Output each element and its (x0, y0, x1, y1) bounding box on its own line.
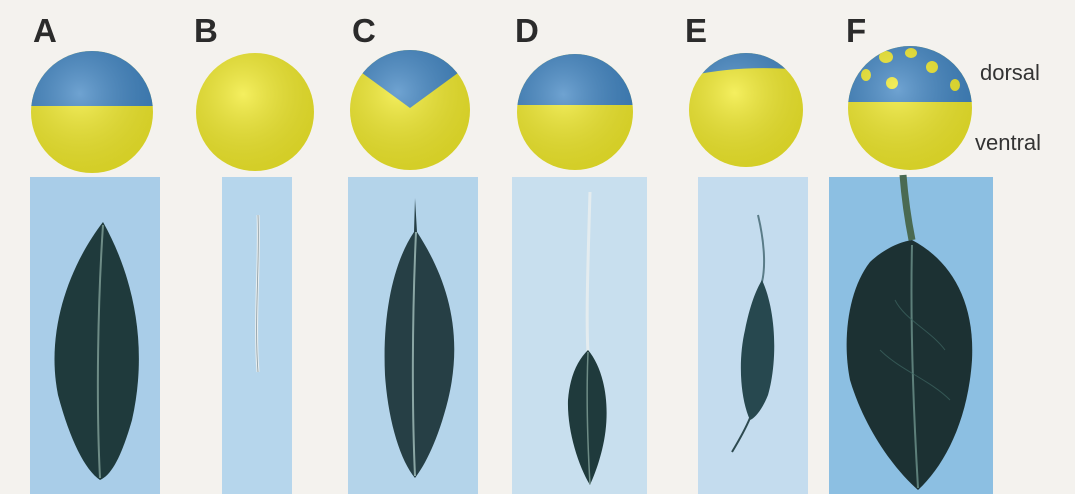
panel-letter-c: C (352, 12, 376, 50)
sphere-b (196, 53, 314, 171)
leaf-b (257, 215, 259, 372)
sphere-a (20, 40, 170, 190)
panel-letter-d: D (515, 12, 539, 50)
leaf-d (568, 192, 607, 485)
panel-letter-a: A (33, 12, 57, 50)
leaf-e (732, 215, 774, 452)
leaf-f (847, 175, 973, 490)
panel-letter-e: E (685, 12, 707, 50)
sphere-e (680, 45, 820, 185)
sphere-f (840, 40, 990, 180)
sphere-c (340, 40, 490, 190)
sphere-d (510, 45, 650, 185)
panel-letter-f: F (846, 12, 866, 50)
dorsal-label: dorsal (980, 60, 1040, 86)
leaf-c (385, 198, 455, 478)
leaf-a (54, 222, 138, 480)
panel-letter-b: B (194, 12, 218, 50)
ventral-label: ventral (975, 130, 1041, 156)
